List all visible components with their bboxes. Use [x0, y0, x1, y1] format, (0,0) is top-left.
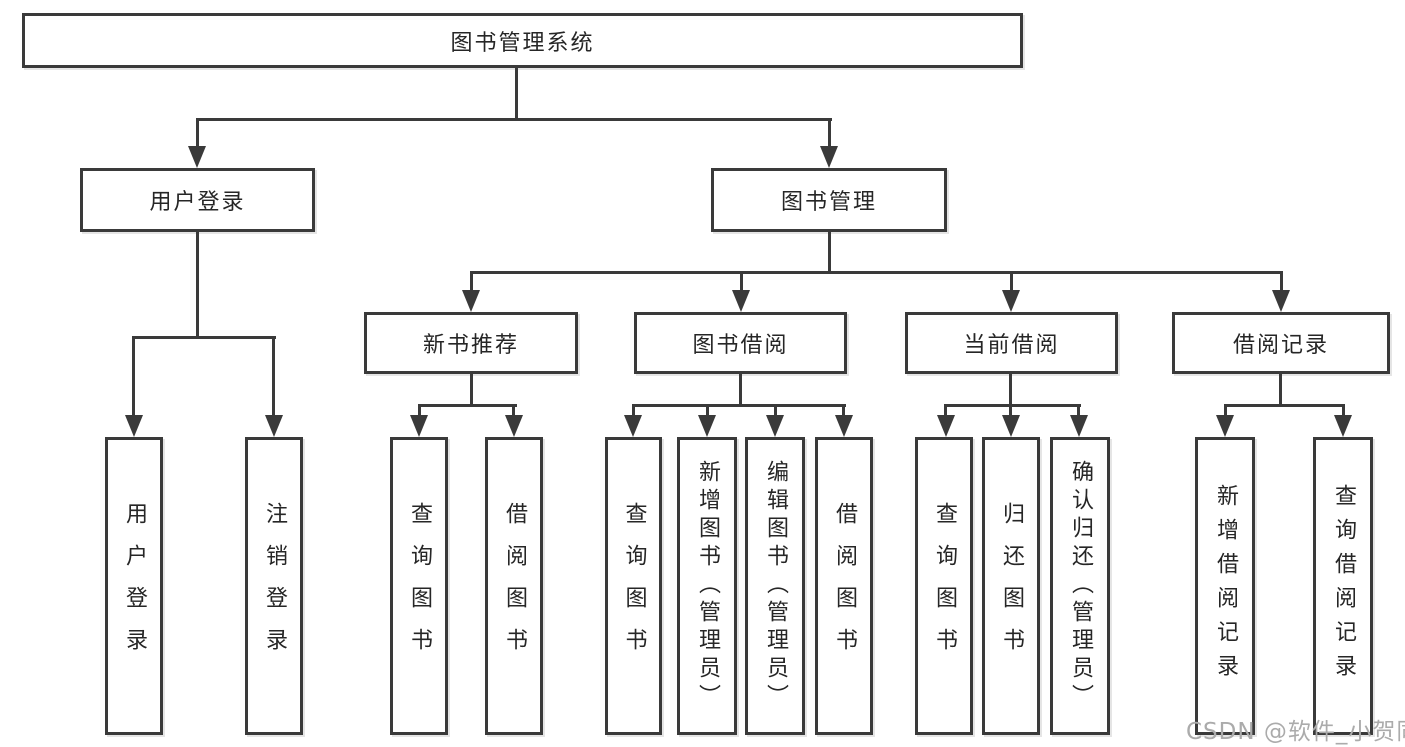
connector-groupB-branch: [632, 404, 846, 407]
leaf-query-borrow-record-label: 查询借阅记录: [1331, 484, 1356, 688]
arrowhead-user-leaf2-icon: [265, 415, 283, 437]
connector-user-stem: [196, 232, 199, 336]
leaf-edit-book-admin-label: 编辑图书（管理员）: [763, 460, 788, 712]
connector-groupB-stem: [739, 374, 742, 405]
arrowhead-l3b-icon: [732, 290, 750, 312]
arrowhead-b1-icon: [624, 415, 642, 437]
leaf-borrow-book-label: 借阅图书: [832, 502, 857, 670]
node-book-borrow: 图书借阅: [634, 312, 847, 374]
leaf-add-borrow-record-label: 新增借阅记录: [1213, 484, 1238, 688]
arrowhead-a1-icon: [410, 415, 428, 437]
leaf-query-book-recommend: 查询图书: [390, 437, 448, 735]
leaf-add-borrow-record: 新增借阅记录: [1195, 437, 1255, 735]
arrowhead-user-icon: [188, 146, 206, 168]
leaf-confirm-return-admin-label: 确认归还（管理员）: [1068, 460, 1093, 712]
connector-groupA-branch: [418, 404, 517, 407]
connector-root-stem: [515, 68, 518, 118]
leaf-query-book-borrow-label: 查询图书: [621, 502, 647, 670]
watermark: CSDN @软件_小贺同学: [1186, 719, 1405, 745]
leaf-add-book-admin-label: 新增图书（管理员）: [695, 460, 720, 712]
arrowhead-c1-icon: [937, 415, 955, 437]
arrowhead-l3d-icon: [1272, 290, 1290, 312]
connector-l3b-drop: [740, 271, 743, 291]
leaf-borrow-book: 借阅图书: [815, 437, 873, 735]
arrowhead-d1-icon: [1216, 415, 1234, 437]
connector-b1-drop: [632, 404, 635, 416]
leaf-edit-book-admin: 编辑图书（管理员）: [745, 437, 805, 735]
connector-bookmgmt-branch: [470, 271, 1283, 274]
connector-l3a-drop: [470, 271, 473, 291]
leaf-user-login-label: 用户登录: [122, 502, 147, 670]
arrowhead-a2-icon: [505, 415, 523, 437]
arrowhead-b2-icon: [698, 415, 716, 437]
arrowhead-b4-icon: [835, 415, 853, 437]
arrowhead-book-icon: [820, 146, 838, 168]
node-current-borrow: 当前借阅: [905, 312, 1118, 374]
leaf-query-book-recommend-label: 查询图书: [407, 502, 432, 670]
leaf-query-borrow-record: 查询借阅记录: [1313, 437, 1373, 735]
connector-groupA-stem: [470, 374, 473, 405]
connector-c3-drop: [1077, 404, 1080, 416]
arrowhead-user-leaf1-icon: [125, 415, 143, 437]
leaf-borrow-book-recommend-label: 借阅图书: [502, 502, 527, 670]
leaf-confirm-return-admin: 确认归还（管理员）: [1050, 437, 1110, 735]
connector-user-branch: [132, 336, 276, 339]
connector-groupC-stem: [1009, 374, 1012, 405]
connector-user-leaf2-drop: [272, 336, 275, 416]
leaf-query-book-current-label: 查询图书: [932, 502, 957, 670]
node-new-book-recommend: 新书推荐: [364, 312, 578, 374]
node-user-login: 用户登录: [80, 168, 315, 232]
connector-b3-drop: [774, 404, 777, 416]
leaf-add-book-admin: 新增图书（管理员）: [677, 437, 737, 735]
arrowhead-d2-icon: [1334, 415, 1352, 437]
node-book-management: 图书管理: [711, 168, 947, 232]
connector-user-leaf1-drop: [132, 336, 135, 416]
connector-d1-drop: [1224, 404, 1227, 416]
connector-a1-drop: [418, 404, 421, 416]
leaf-query-book-borrow: 查询图书: [605, 437, 662, 735]
arrowhead-c2-icon: [1002, 415, 1020, 437]
arrowhead-l3a-icon: [462, 290, 480, 312]
node-root: 图书管理系统: [22, 13, 1023, 68]
connector-d2-drop: [1342, 404, 1345, 416]
connector-bookmgmt-stem: [828, 232, 831, 274]
leaf-user-login: 用户登录: [105, 437, 163, 735]
connector-book-drop: [828, 118, 831, 146]
connector-b2-drop: [706, 404, 709, 416]
connector-b4-drop: [842, 404, 845, 416]
leaf-return-book-label: 归还图书: [999, 502, 1024, 670]
node-borrow-records: 借阅记录: [1172, 312, 1390, 374]
connector-groupD-branch: [1224, 404, 1345, 407]
leaf-logout: 注销登录: [245, 437, 303, 735]
connector-c1-drop: [944, 404, 947, 416]
leaf-borrow-book-recommend: 借阅图书: [485, 437, 543, 735]
connector-root-branch: [196, 118, 832, 121]
connector-groupD-stem: [1279, 374, 1282, 405]
connector-groupC-branch: [944, 404, 1081, 407]
arrowhead-l3c-icon: [1002, 290, 1020, 312]
connector-l3c-drop: [1010, 271, 1013, 291]
connector-user-drop: [196, 118, 199, 146]
leaf-query-book-current: 查询图书: [915, 437, 973, 735]
leaf-logout-label: 注销登录: [262, 502, 287, 670]
leaf-return-book: 归还图书: [982, 437, 1040, 735]
connector-c2-drop: [1009, 404, 1012, 416]
arrowhead-c3-icon: [1070, 415, 1088, 437]
connector-a2-drop: [512, 404, 515, 416]
connector-l3d-drop: [1280, 271, 1283, 291]
arrowhead-b3-icon: [766, 415, 784, 437]
